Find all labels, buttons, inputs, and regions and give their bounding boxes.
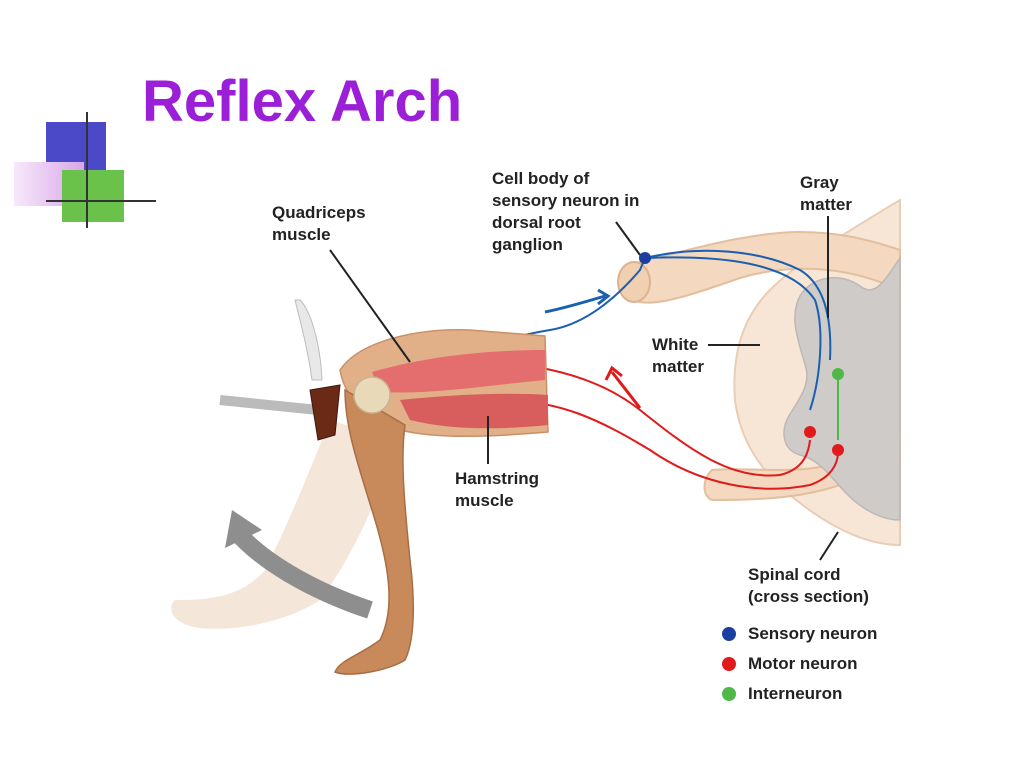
motor-neuron-cell-1	[804, 426, 816, 438]
label-spinal-cord: Spinal cord (cross section)	[748, 565, 869, 606]
legend-item-motor: Motor neuron	[722, 654, 858, 674]
motion-arrow	[228, 524, 373, 619]
sensory-cell-body	[639, 252, 651, 264]
label-white-matter: White matter	[652, 335, 704, 376]
label-gray-matter: Gray matter	[800, 173, 852, 214]
deco-vertical-line	[86, 112, 88, 228]
motor-neuron-cell-2	[832, 444, 844, 456]
leader-lines	[329, 216, 839, 561]
leg-illustration	[171, 329, 549, 675]
legend-item-sensory: Sensory neuron	[722, 624, 877, 644]
motor-dot-icon	[722, 657, 736, 671]
label-cell-body: Cell body of sensory neuron in dorsal ro…	[492, 169, 640, 254]
interneuron-dot-icon	[722, 687, 736, 701]
motion-arrow-head	[225, 510, 262, 548]
sensory-dot-icon	[722, 627, 736, 641]
label-hamstring: Hamstring muscle	[455, 469, 540, 510]
deco-horizontal-line	[46, 200, 156, 202]
deco-green-square	[62, 170, 124, 222]
interneuron-cell	[832, 368, 844, 380]
legend-item-interneuron: Interneuron	[722, 684, 842, 704]
label-quadriceps: Quadriceps muscle	[272, 203, 366, 244]
slide-title: Reflex Arch	[142, 69, 463, 134]
spinal-cord-cross-section	[617, 198, 901, 547]
reflex-hammer	[219, 299, 341, 441]
